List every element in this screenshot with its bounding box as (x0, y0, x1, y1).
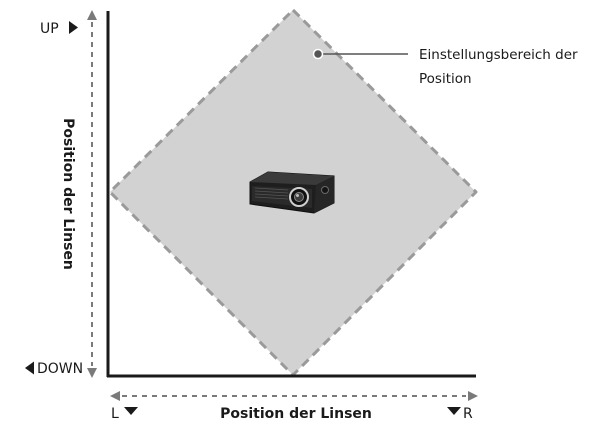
triangle-down-icon (447, 407, 461, 415)
callout-text-line1: Einstellungsbereich der (419, 47, 578, 63)
arrow-up-icon (87, 10, 97, 20)
arrow-left-icon (110, 391, 120, 401)
arrow-down-icon (87, 368, 97, 378)
projector-icon (249, 171, 335, 214)
callout-text-line2: Position (419, 71, 472, 87)
triangle-left-icon (25, 361, 34, 375)
left-label: L (111, 406, 119, 422)
triangle-right-icon (69, 21, 78, 34)
vertical-axis-title: Position der Linsen (60, 118, 76, 270)
arrow-right-icon (468, 391, 478, 401)
up-label: UP (40, 21, 59, 37)
callout-dot (312, 48, 324, 60)
vertical-shift-arrow (87, 10, 97, 378)
down-label: DOWN (37, 361, 83, 377)
triangle-down-icon (124, 407, 138, 415)
horizontal-axis-title: Position der Linsen (220, 406, 372, 422)
horizontal-shift-arrow (110, 391, 478, 401)
right-label: R (463, 406, 473, 422)
